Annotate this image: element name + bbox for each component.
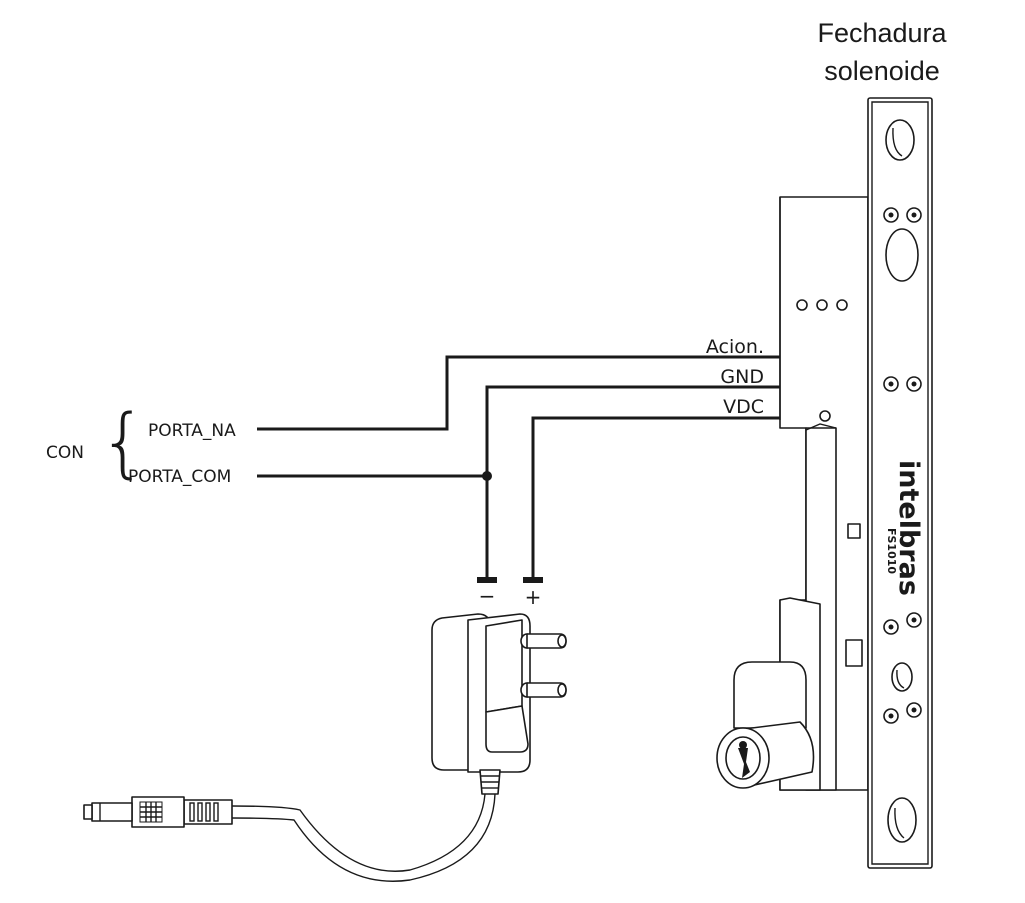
junction-dot [482, 471, 492, 481]
wire-acion [257, 355, 780, 431]
model-label: FS1010 [885, 528, 898, 574]
plus-sign: + [525, 585, 542, 609]
wire-label-gnd: GND [720, 366, 764, 388]
key-cylinder [716, 661, 815, 789]
porta-na-label: PORTA_NA [148, 421, 236, 441]
lock-title-line1: Fechadura [817, 18, 947, 48]
connector-label: CON [46, 443, 84, 463]
power-adapter [83, 613, 567, 882]
porta-com-label: PORTA_COM [128, 467, 231, 487]
brand-logo-text: intelbras [893, 460, 924, 596]
wiring [257, 355, 780, 583]
wire-gnd [485, 385, 780, 578]
wire-label-vdc: VDC [723, 396, 764, 418]
wire-label-acion: Acion. [706, 336, 764, 358]
lock-faceplate [867, 97, 933, 869]
minus-sign: − [479, 584, 496, 608]
terminal-plus [523, 577, 543, 583]
curly-brace-icon: { [99, 397, 147, 486]
solenoid-lock: intelbras FS1010 [716, 97, 933, 869]
lock-title-line2: solenoide [824, 56, 940, 86]
terminal-minus [477, 577, 497, 583]
wire-vdc [531, 416, 780, 578]
